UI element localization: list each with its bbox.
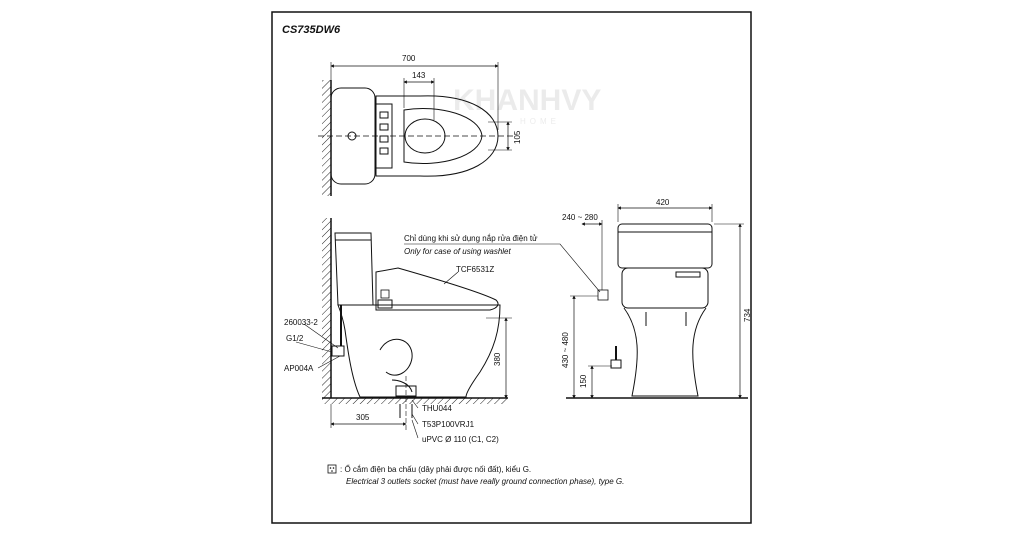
legend-socket-icon xyxy=(327,464,337,474)
model-title: CS735DW6 xyxy=(282,24,341,36)
top-wall-hatch xyxy=(322,80,331,196)
side-socket xyxy=(380,289,390,299)
side-supply-pipe xyxy=(331,305,342,351)
side-wall-hatch xyxy=(322,218,331,398)
front-angle-valve xyxy=(610,359,622,369)
watermark-brand: KHANHVY xyxy=(453,84,601,117)
note-washlet-vi: Chỉ dùng khi sử dụng nắp rửa điện tử xyxy=(404,234,538,243)
label-part-thread: G1/2 xyxy=(286,334,304,343)
top-seat-outline xyxy=(375,95,499,177)
dim-105-label: 105 xyxy=(513,130,522,144)
label-part-angle: AP004A xyxy=(284,364,314,373)
dim-430-480-label: 430 ~ 480 xyxy=(561,332,570,368)
front-view xyxy=(566,204,748,399)
legend-text-en: Electrical 3 outlets socket (must have r… xyxy=(346,477,624,486)
label-seat-model: TCF6531Z xyxy=(456,265,494,274)
legend-text-vi: : Ổ cắm điện ba chấu (dây phải được nối … xyxy=(340,465,531,474)
front-washlet xyxy=(621,267,709,309)
note-washlet-en: Only for case of using washlet xyxy=(404,247,511,256)
label-part-outlet: T53P100VRJ1 xyxy=(422,420,475,429)
side-bowl xyxy=(337,304,501,398)
watermark-logo: KHANHVY HOME xyxy=(453,84,601,126)
dim-305-label: 305 xyxy=(356,413,370,422)
label-part-valve: 260033-2 xyxy=(284,318,318,327)
dim-734-label: 734 xyxy=(743,308,752,322)
dim-150-label: 150 xyxy=(579,374,588,388)
side-angle-valve xyxy=(331,345,345,357)
dim-380-label: 380 xyxy=(493,352,502,366)
dim-420-label: 420 xyxy=(656,198,670,207)
front-socket xyxy=(597,289,609,301)
dim-700-label: 700 xyxy=(402,54,416,63)
dim-240-280-label: 240 ~ 280 xyxy=(562,213,598,222)
side-view xyxy=(295,218,601,439)
front-tank xyxy=(617,223,713,269)
label-part-flange: THU044 xyxy=(422,404,452,413)
top-view xyxy=(318,62,515,196)
label-part-pipe: uPVC Ø 110 (C1, C2) xyxy=(422,435,499,444)
drawing-frame xyxy=(271,11,752,524)
side-washlet xyxy=(375,267,499,311)
front-pedestal xyxy=(623,307,707,397)
dim-143-label: 143 xyxy=(412,71,426,80)
side-trapway xyxy=(379,338,413,376)
side-floor-hatch xyxy=(322,398,508,404)
watermark-sub: HOME xyxy=(520,117,560,126)
side-tank xyxy=(334,232,374,306)
